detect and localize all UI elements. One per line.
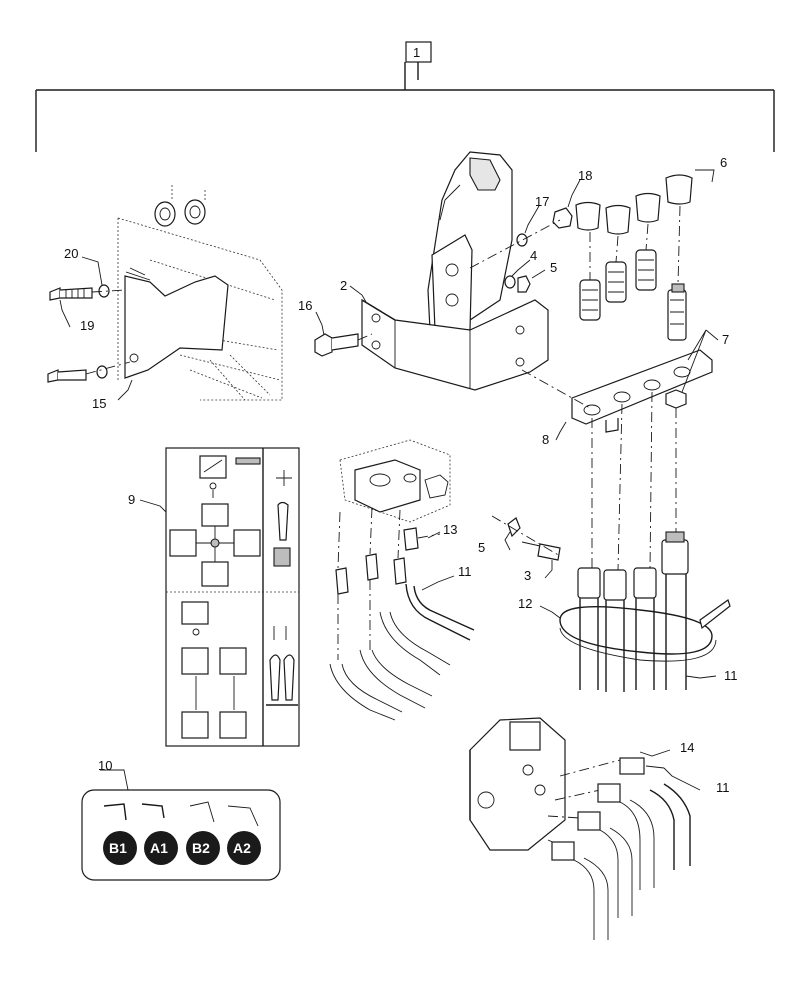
control-decal [139,447,300,747]
callout-19: 19 [80,318,94,333]
callout-7: 7 [722,332,729,347]
callout-6: 6 [720,155,727,170]
callout-1: 1 [413,45,420,60]
assembly-bracket [35,41,775,152]
callout-16: 16 [298,298,312,313]
function-decal [81,769,281,881]
callout-5-upper: 5 [550,260,557,275]
badge-a1 [144,831,178,865]
callout-11-right: 11 [724,668,738,683]
callout-9: 9 [128,492,135,507]
callout-18: 18 [578,168,592,183]
support-bracket [314,151,581,391]
badge-label-a2: A2 [233,840,251,856]
coupler-assembly [521,169,719,571]
hose-bundle [539,531,731,692]
callout-8: 8 [542,432,549,447]
badge-label-b1: B1 [109,840,127,856]
callout-13: 13 [443,522,457,537]
badge-a2 [227,831,261,865]
callout-11-upper: 11 [458,564,472,579]
badge-b1 [103,831,137,865]
callout-4: 4 [530,248,537,263]
callout-17: 17 [535,194,549,209]
valve-block-lower [469,717,701,940]
badge-label-b2: B2 [192,840,210,856]
callout-3: 3 [524,568,531,583]
callout-2: 2 [340,278,347,293]
badge-label-a1: A1 [150,840,168,856]
callout-20: 20 [64,246,78,261]
shield-panel-area [47,185,283,401]
callout-12: 12 [518,596,532,611]
callout-10: 10 [98,758,112,773]
callout-15: 15 [92,396,106,411]
valve-block-upper [329,439,561,721]
callout-11-lower: 11 [716,780,730,795]
callout-5-lower: 5 [478,540,485,555]
badge-b2 [186,831,220,865]
callout-14: 14 [680,740,694,755]
